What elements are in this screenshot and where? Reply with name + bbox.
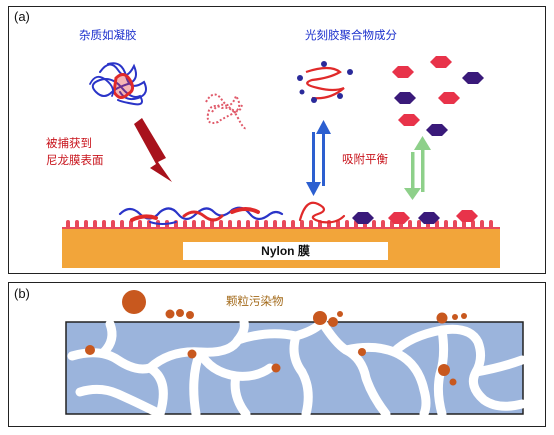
nylon-membrane-label: Nylon 膜: [183, 242, 388, 260]
captured-label-line1: 被捕获到: [46, 136, 92, 150]
membrane-spike: [129, 220, 133, 229]
membrane-spike: [453, 220, 457, 229]
membrane-spike: [183, 220, 187, 229]
membrane-spike: [120, 220, 124, 229]
membrane-spike: [228, 220, 232, 229]
membrane-spike: [210, 220, 214, 229]
membrane-spike: [255, 220, 259, 229]
membrane-spike: [273, 220, 277, 229]
impurity-gel-label: 杂质如凝胶: [79, 28, 137, 42]
panel-b-label: (b): [14, 286, 30, 301]
membrane-spike: [381, 220, 385, 229]
polymer-hexagons-top: [392, 56, 484, 136]
photoresist-coil: [297, 61, 353, 103]
membrane-spike: [75, 220, 79, 229]
panel-a-label: (a): [14, 9, 30, 24]
photoresist-components-label: 光刻胶聚合物成分: [305, 28, 397, 42]
membrane-spike: [336, 220, 340, 229]
membrane-spike: [111, 220, 115, 229]
membrane-spike: [219, 220, 223, 229]
membrane-spike: [309, 220, 313, 229]
contaminant-particles: [85, 290, 467, 386]
membrane-spike: [345, 220, 349, 229]
membrane-spike: [372, 220, 376, 229]
impurity-gel-blob: [89, 62, 147, 106]
particle-contaminant-label: 颗粒污染物: [226, 294, 284, 308]
panel-b: [8, 282, 546, 427]
adsorption-equilibrium-label: 吸附平衡: [342, 152, 388, 166]
membrane-spike: [237, 220, 241, 229]
membrane-spike: [480, 220, 484, 229]
membrane-spike: [291, 220, 295, 229]
membrane-spike: [264, 220, 268, 229]
membrane-spike: [444, 220, 448, 229]
membrane-spike: [102, 220, 106, 229]
membrane-spike: [435, 220, 439, 229]
membrane-spike: [471, 220, 475, 229]
captured-label-line2: 尼龙膜表面: [46, 153, 104, 167]
membrane-spike: [93, 220, 97, 229]
membrane-spike: [462, 220, 466, 229]
dispersed-polymer-coil: [205, 93, 247, 130]
blue-equilibrium-arrows: [306, 120, 331, 196]
membrane-spike: [489, 220, 493, 229]
membrane-spike: [66, 220, 70, 229]
membrane-spike: [417, 220, 421, 229]
membrane-spike: [300, 220, 304, 229]
membrane-spike: [408, 220, 412, 229]
membrane-spike: [192, 220, 196, 229]
green-equilibrium-arrows: [404, 136, 431, 200]
adsorbed-polymers: [118, 201, 478, 225]
membrane-spike: [246, 220, 250, 229]
membrane-spike: [201, 220, 205, 229]
membrane-spike: [282, 220, 286, 229]
membrane-spike: [84, 220, 88, 229]
membrane-spike: [138, 220, 142, 229]
membrane-spikes: [66, 220, 493, 229]
capture-arrow: [134, 118, 172, 182]
